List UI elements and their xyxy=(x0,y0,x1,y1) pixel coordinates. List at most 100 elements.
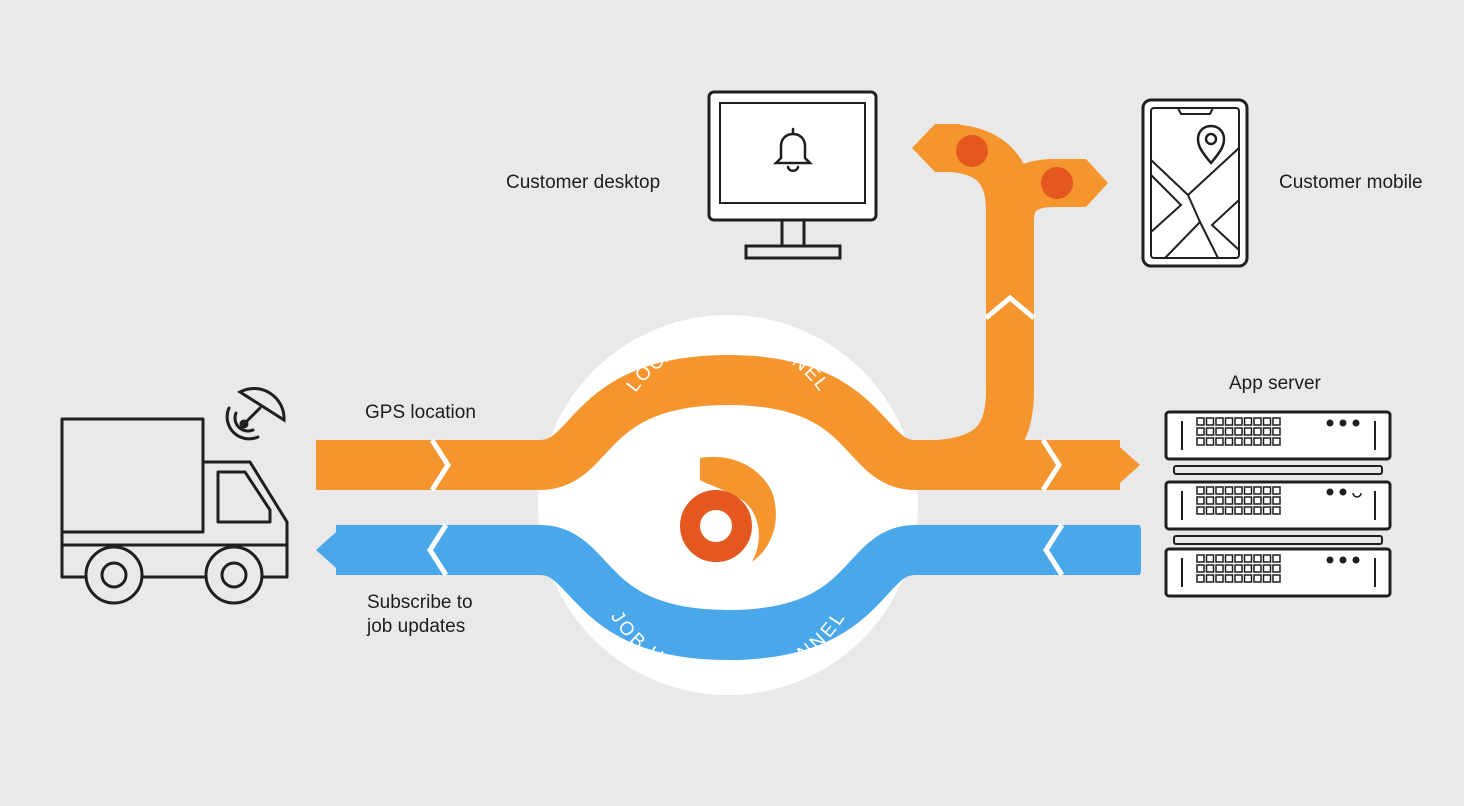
location-channel-start-cap xyxy=(316,440,324,490)
vent-slot xyxy=(1243,574,1253,583)
mobile-phone-icon xyxy=(1141,98,1249,268)
vent-slot xyxy=(1262,496,1272,505)
vent-slot xyxy=(1205,417,1215,426)
vent-slot xyxy=(1262,417,1272,426)
vent-slot xyxy=(1262,437,1272,446)
branch-dot-right xyxy=(1041,167,1073,199)
vent-slot xyxy=(1196,574,1205,583)
job-updates-channel xyxy=(336,525,1140,661)
customer-mobile-label: Customer mobile xyxy=(1279,172,1423,193)
vent-slot xyxy=(1253,417,1262,426)
job-updates-chevron-2 xyxy=(1043,523,1065,577)
vent-slot xyxy=(1272,496,1281,505)
vent-slot xyxy=(1205,427,1215,436)
branch-dot-left xyxy=(956,135,988,167)
vent-slot xyxy=(1262,574,1272,583)
vent-slot xyxy=(1234,564,1243,573)
vent-slot xyxy=(1224,417,1234,426)
vent-slot xyxy=(1205,564,1215,573)
vent-slot xyxy=(1253,437,1262,446)
vent-slot xyxy=(1196,496,1205,505)
vent-slot xyxy=(1215,574,1224,583)
vent-slot xyxy=(1272,437,1281,446)
server-vents xyxy=(1196,417,1281,583)
vent-slot xyxy=(1253,574,1262,583)
vent-slot xyxy=(1205,496,1215,505)
vent-slot xyxy=(1253,427,1262,436)
vent-slot xyxy=(1215,417,1224,426)
vent-slot xyxy=(1234,417,1243,426)
vent-slot xyxy=(1253,564,1262,573)
ably-logo-icon xyxy=(680,456,776,562)
vent-slot xyxy=(1224,506,1234,515)
vent-slot xyxy=(1272,427,1281,436)
vent-slot xyxy=(1262,564,1272,573)
vent-slot xyxy=(1205,506,1215,515)
app-server-label: App server xyxy=(1229,373,1321,394)
map-pin-icon xyxy=(1196,124,1226,165)
vent-slot xyxy=(1224,486,1234,495)
vent-slot xyxy=(1205,486,1215,495)
job-updates-chevron-1 xyxy=(427,523,449,577)
vent-slot xyxy=(1243,437,1253,446)
vent-slot xyxy=(1243,427,1253,436)
vent-slot xyxy=(1234,574,1243,583)
vent-slot xyxy=(1243,496,1253,505)
vent-slot xyxy=(1224,437,1234,446)
vent-slot xyxy=(1234,437,1243,446)
branch-chevron xyxy=(984,294,1036,320)
vent-slot xyxy=(1262,486,1272,495)
vent-slot xyxy=(1243,417,1253,426)
vent-slot xyxy=(1205,554,1215,563)
branch-end-left xyxy=(912,124,960,172)
vent-slot xyxy=(1224,496,1234,505)
vent-slot xyxy=(1253,486,1262,495)
satellite-dish-icon xyxy=(225,387,286,441)
vent-slot xyxy=(1243,486,1253,495)
vent-slot xyxy=(1196,417,1205,426)
vent-slot xyxy=(1253,506,1262,515)
desktop-monitor-icon xyxy=(707,90,878,260)
vent-slot xyxy=(1262,427,1272,436)
vent-slot xyxy=(1272,417,1281,426)
location-chevron-1 xyxy=(429,438,451,492)
vent-slot xyxy=(1215,564,1224,573)
location-channel-arrowhead xyxy=(1112,440,1140,490)
vent-slot xyxy=(1196,427,1205,436)
customer-desktop-label: Customer desktop xyxy=(506,172,661,193)
vent-slot xyxy=(1196,564,1205,573)
job-updates-end-cap xyxy=(1132,525,1141,575)
subscribe-job-updates-label: Subscribe to job updates xyxy=(367,592,473,637)
location-channel xyxy=(316,354,1120,490)
vent-slot xyxy=(1215,554,1224,563)
vent-slot xyxy=(1224,427,1234,436)
server-leds xyxy=(1326,419,1362,564)
vent-slot xyxy=(1234,486,1243,495)
vent-slot xyxy=(1234,506,1243,515)
vent-slot xyxy=(1243,554,1253,563)
vent-slot xyxy=(1253,496,1262,505)
vent-slot xyxy=(1272,574,1281,583)
vent-slot xyxy=(1234,427,1243,436)
bell-icon xyxy=(772,127,814,172)
vent-slot xyxy=(1196,554,1205,563)
vent-slot xyxy=(1253,554,1262,563)
vent-slot xyxy=(1272,486,1281,495)
branch-end-right xyxy=(1060,159,1108,207)
vent-slot xyxy=(1205,574,1215,583)
vent-slot xyxy=(1196,506,1205,515)
job-updates-arrowhead xyxy=(316,525,344,575)
vent-slot xyxy=(1262,506,1272,515)
truck-icon xyxy=(60,417,289,605)
gps-location-label: GPS location xyxy=(365,402,476,423)
vent-slot xyxy=(1215,506,1224,515)
vent-slot xyxy=(1224,554,1234,563)
vent-slot xyxy=(1272,564,1281,573)
vent-slot xyxy=(1224,564,1234,573)
vent-slot xyxy=(1215,496,1224,505)
vent-slot xyxy=(1234,496,1243,505)
vent-slot xyxy=(1215,437,1224,446)
vent-slot xyxy=(1196,437,1205,446)
vent-slot xyxy=(1272,506,1281,515)
